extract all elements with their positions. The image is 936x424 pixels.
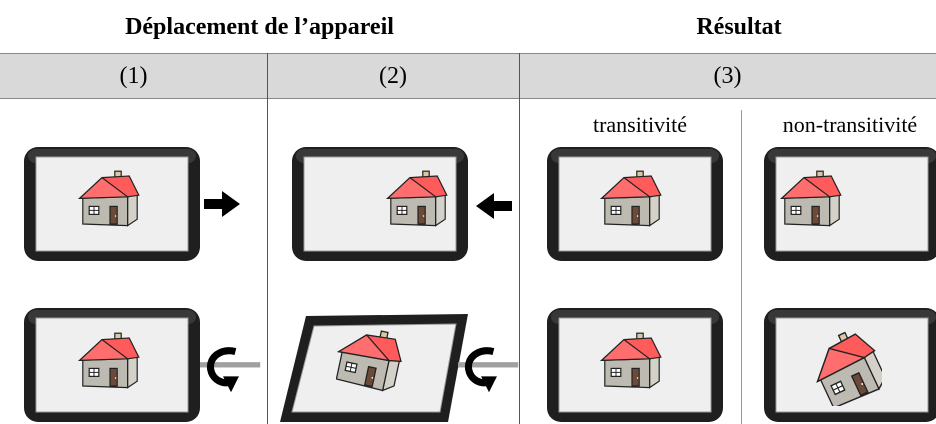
- house-icon: [78, 168, 142, 232]
- arrow-right-icon: [202, 190, 242, 218]
- house-icon: [600, 330, 664, 394]
- house-icon: [386, 168, 450, 232]
- house-icon: [600, 168, 664, 232]
- column-3-label: (3): [713, 63, 742, 89]
- house-icon: [78, 330, 142, 394]
- arrow-left-icon: [474, 192, 514, 220]
- result-divider: [741, 110, 742, 424]
- rotate-icon: [200, 346, 262, 396]
- transitivity-label: transitivité: [592, 112, 688, 137]
- column-1-label: (1): [119, 63, 148, 89]
- house-icon: [336, 326, 404, 394]
- house-icon: [780, 168, 844, 232]
- result-header: Résultat: [696, 14, 782, 40]
- house-icon: [812, 326, 882, 406]
- non-transitivity-label: non-transitivité: [782, 112, 918, 137]
- column-2-label: (2): [379, 63, 407, 89]
- device-movement-header: Déplacement de l’appareil: [125, 14, 394, 40]
- column-divider-2: [519, 53, 520, 424]
- column-divider-1: [267, 53, 268, 424]
- rotate-icon: [458, 346, 520, 396]
- column-header-band: (1) (2) (3): [0, 53, 936, 99]
